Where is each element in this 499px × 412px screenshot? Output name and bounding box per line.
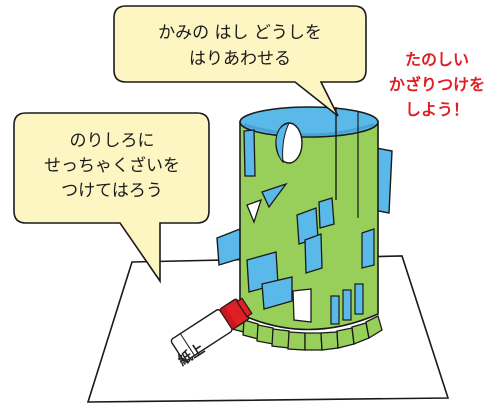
bubble-left-line1: のりしろに bbox=[70, 131, 155, 151]
rect-cutout-2 bbox=[318, 197, 335, 229]
slot-stripes bbox=[330, 283, 364, 325]
lower-flap-2 bbox=[261, 276, 293, 310]
cylinder-top-opening bbox=[239, 106, 379, 138]
svg-text:たのしい: たのしい bbox=[405, 50, 469, 69]
bubble-top-line1: かみの はし どうしを bbox=[158, 23, 322, 43]
speech-bubble-top bbox=[113, 5, 367, 117]
bubble-left-line3: つけてはろう bbox=[61, 181, 163, 201]
bubble-top-line2: はりあわせる bbox=[189, 49, 291, 69]
svg-text:しよう！: しよう！ bbox=[405, 100, 469, 119]
oval-hole-back bbox=[275, 122, 290, 164]
cheer-message: たのしい かざりつけを しよう！ bbox=[389, 50, 485, 119]
triangle-cutout-2 bbox=[246, 198, 263, 224]
right-side-cutout bbox=[361, 228, 375, 269]
rect-cutout-3 bbox=[304, 233, 323, 274]
bubble-left-line2: せっちゃくざいを bbox=[44, 155, 180, 176]
lower-flap-3 bbox=[292, 288, 312, 323]
speech-bubble-left bbox=[13, 112, 210, 284]
side-flap-left-top bbox=[216, 228, 243, 266]
cylinder-inner-wall bbox=[244, 123, 374, 137]
triangle-cutout-1 bbox=[261, 182, 288, 209]
svg-text:かざりつけを: かざりつけを bbox=[389, 75, 485, 94]
small-window bbox=[243, 129, 256, 177]
glue-stick bbox=[170, 297, 253, 362]
